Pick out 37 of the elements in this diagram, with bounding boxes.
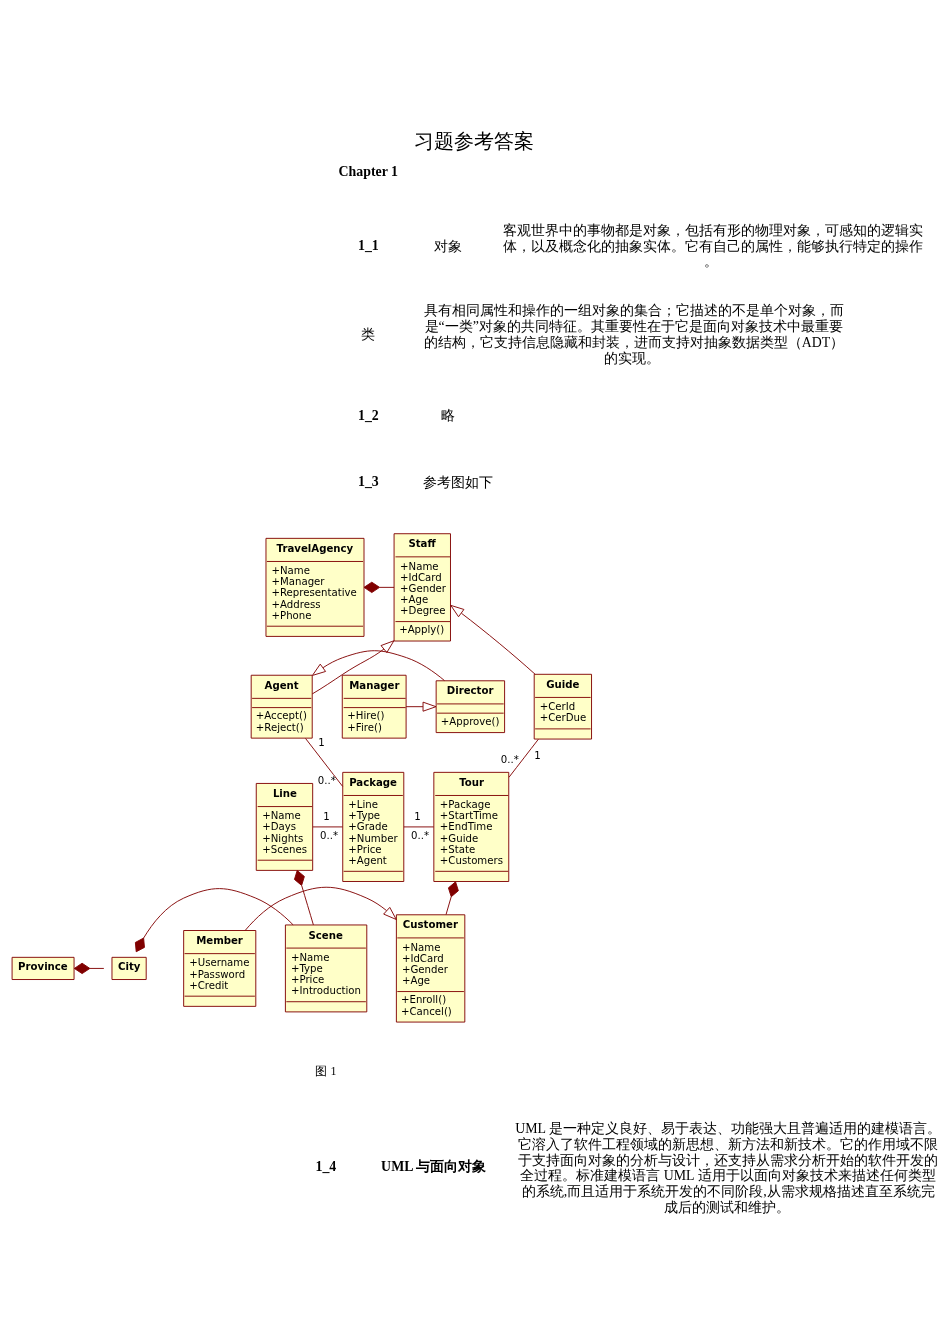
caption: 图 1 [315, 1064, 337, 1079]
diagram-title: 习题参考答案 [414, 129, 535, 152]
label: 具有相同属性和操作的一组对象的集合；它描述的不是单个对象，而是“一类”对象的共同特征。其重要性在于它是面向对象技术中最重要的结构，它支持信息隐藏和封装，进而支持对抽象数据类型（ADT）的实现。 [423, 303, 845, 366]
connector [508, 738, 539, 778]
label: 0..* [411, 830, 430, 842]
connector [363, 581, 395, 593]
connector [403, 826, 435, 828]
connector [134, 888, 294, 953]
label: 1_2 [358, 407, 379, 423]
arrow [311, 640, 395, 695]
label: 1_4 [315, 1159, 337, 1175]
label: 0..* [317, 775, 336, 787]
label: 对象 [433, 238, 462, 254]
connector [305, 737, 344, 787]
arrow [244, 886, 397, 931]
connector [445, 881, 459, 916]
label: UML 是一种定义良好、易于表达、功能强大且普遍适用的建模语言。它溶入了软件工程领域的新思想、新方法和新技术。它的作用域不限于支持面向对象的分析与设计，还支持从需求分析开始的软件开发的全过程。标准建模语言 UML 适用于以面向对象技术来描述任何类型的系统,而且适用于系统开发的不同阶段,从需求规格描述直至系统完成后的测试和维护。 [515, 1121, 941, 1215]
label: UML 与面向对象 [381, 1159, 487, 1175]
label: 1_3 [358, 474, 379, 490]
label: 1 [318, 736, 325, 748]
arrow [405, 701, 437, 712]
label: 类 [361, 327, 376, 343]
connector [294, 870, 314, 926]
label: 略 [440, 408, 455, 424]
label: 1 [414, 810, 421, 822]
connector [312, 826, 344, 828]
label: Chapter 1 [338, 164, 398, 180]
arrow [311, 650, 445, 681]
label: 1 [323, 810, 330, 822]
label: 参考图如下 [423, 475, 494, 491]
label: 0..* [319, 830, 338, 842]
connector [73, 962, 105, 975]
arrow [450, 604, 536, 675]
label: 客观世界中的事物都是对象，包括有形的物理对象，可感知的逻辑实体，以及概念化的抽象实体。它有自己的属性，能够执行特定的操作。 [503, 222, 924, 270]
label: 1_1 [358, 237, 379, 253]
label: 1 [534, 749, 541, 761]
label: 0..* [500, 754, 519, 766]
